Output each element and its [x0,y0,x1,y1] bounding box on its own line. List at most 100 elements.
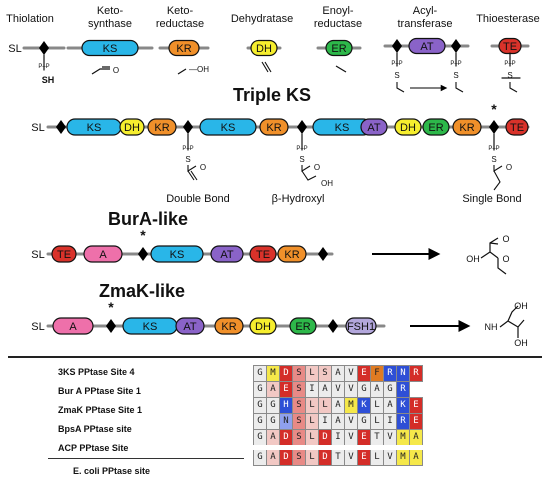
triple-ks-o-single: O [506,163,512,172]
residue-cell: I [305,381,319,398]
residue-cell: R [409,365,423,382]
triple-ks-oh: OH [321,179,333,188]
residue-cell: G [253,429,267,448]
residue-cell: S [318,365,332,382]
bura-star: * [140,227,146,243]
residue-cell: I [331,429,345,448]
residue-cell: S [292,429,306,448]
residue-cell: A [318,381,332,398]
residue-cell: E [409,413,423,430]
residue-cell: G [253,381,267,398]
bura-te2-label: TE [256,249,270,261]
bura-sl-label: SL [31,249,44,261]
zmak-product-oh1: OH [514,301,528,311]
bura-ks-label: KS [170,249,185,261]
residue-cell: E [409,397,423,414]
residue-cell: F [370,365,384,382]
residue-cell: A [331,413,345,430]
residue-cell: A [266,381,280,398]
residue-cell: D [279,429,293,448]
zmak-at-label: AT [183,321,197,333]
zmak-product-oh2: OH [514,338,528,348]
bura-at-domain [210,245,244,263]
legend-at-left-thiolation-diamond [391,39,403,53]
legend-te-label: TE [503,41,517,53]
residue-cell: E [357,429,371,448]
zmak-dh-label: DH [255,321,271,333]
bura-product-oh: OH [466,254,480,264]
residue-cell: A [409,429,423,448]
residue-cell: G [266,397,280,414]
triple-ks-kr2-domain [259,118,289,136]
triple-ks-o-hydroxyl: O [314,163,320,172]
residue-cell: A [370,381,384,398]
triple-ks-dh2-label: DH [400,122,416,134]
triple-ks-t1-thiolation-diamond [55,120,67,134]
legend-at-right-thiolation-diamond [450,39,462,53]
triple-ks-kr2-label: KR [266,122,281,134]
residue-cell: D [279,365,293,382]
residue-cell: S [292,381,306,398]
bura-te2-domain [249,245,277,263]
zmak-t2-thiolation-diamond [327,319,339,333]
triple-ks-pp-single: P–P [488,146,499,152]
annotation-double-bond: Double Bond [166,193,230,205]
legend-at-s-left: S [394,71,399,80]
residue-cell: M [344,397,358,414]
bura-kr-label: KR [284,249,299,261]
legend-dh-label: DH [256,43,272,55]
alignment-row-label: ACP PPtase Site [58,443,129,453]
legend-acyltransferase-title-line-0: Acyl- [413,5,438,17]
zmak-ks-label: KS [143,321,158,333]
residue-cell: A [331,365,345,382]
residue-cell: S [292,397,306,414]
residue-cell: E [357,365,371,382]
legend-enoylreductase-title-line-0: Enoyl- [322,5,354,17]
legend-kr-oh: —OH [189,65,209,74]
residue-cell: L [370,397,384,414]
zmak-product-nh: NH [485,322,498,332]
residue-cell: K [396,397,410,414]
zmak-fsh1-domain [345,317,377,335]
triple-ks-t4-thiolation-diamond [488,120,500,134]
residue-cell: E [357,447,371,466]
legend-te-s: S [507,71,512,80]
separator-top [8,356,542,358]
triple-ks-t3-thiolation-diamond [296,120,308,134]
section-title-triple-ks: Triple KS [233,85,311,105]
triple-ks-o-double: O [200,163,206,172]
residue-cell: V [383,429,397,448]
residue-cell: K [357,397,371,414]
legend-sl-label: SL [8,43,21,55]
alignment-row-label: E. coli PPtase site [73,466,151,476]
legend-at-acyl-left [396,82,405,93]
zmak-at-domain [175,317,205,335]
residue-cell: L [305,397,319,414]
triple-ks-s-hydroxyl: S [299,155,304,164]
legend-ks-label: KS [103,43,118,55]
residue-cell: H [279,397,293,414]
legend-at-pp-right: P–P [450,61,461,67]
legend-thiolation-title-line-0: Thiolation [6,13,54,25]
residue-cell: G [357,381,371,398]
residue-cell: L [305,429,319,448]
legend-thiolation-thiolation-diamond [38,41,50,55]
triple-ks-double-bond-chain [187,170,198,181]
residue-cell: G [253,447,267,466]
triple-ks-dh2-domain [394,118,422,136]
triple-ks-dh1-domain [119,118,145,136]
zmak-sl-label: SL [31,321,44,333]
annotation-single-bond: Single Bond [462,193,521,205]
residue-cell: A [266,447,280,466]
legend-ks-domain [81,39,139,57]
triple-ks-dh1-label: DH [124,122,140,134]
separator-row [48,458,244,459]
residue-cell: A [331,397,345,414]
residue-cell: S [292,413,306,430]
legend-ketosynthase-title-line-1: synthase [88,18,132,30]
